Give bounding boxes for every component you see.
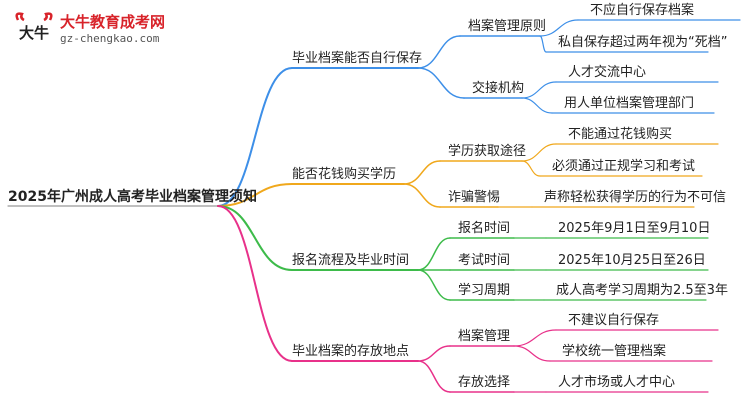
logo-title: 大牛教育成考网: [60, 13, 166, 31]
sub-node: 交接机构: [472, 81, 525, 96]
sub-node: 诈骗警惕: [448, 190, 501, 205]
sub-node: 报名时间: [458, 221, 511, 236]
sub-node: 档案管理: [458, 329, 511, 344]
connector-line: [539, 35, 547, 53]
connector-line: [513, 329, 557, 347]
connector-line: [417, 35, 461, 69]
root-node: 2025年广州成人高考毕业档案管理须知: [8, 189, 257, 205]
branch-node: 报名流程及毕业时间: [292, 253, 410, 268]
connector-line: [417, 269, 451, 301]
connector-line: [417, 360, 451, 393]
sub-node: 学历获取途径: [448, 144, 527, 159]
connector-line: [521, 97, 553, 114]
connector-line: [217, 67, 293, 207]
leaf-node: 不建议自行保存: [568, 313, 660, 328]
branch-node: 毕业档案的存放地点: [292, 344, 410, 359]
leaf-node: 不应自行保存档案: [590, 3, 695, 18]
connector-line: [539, 19, 579, 37]
connector-line: [217, 205, 293, 271]
branch-node: 毕业档案能否自行保存: [292, 51, 423, 66]
leaf-node: 声称轻松获得学历的行为不可信: [544, 190, 727, 205]
leaf-node: 人才交流中心: [568, 65, 647, 80]
leaf-node: 人才市场或人才中心: [558, 375, 676, 390]
connector-line: [521, 143, 557, 162]
sub-node: 存放选择: [458, 375, 511, 390]
leaf-node: 不能通过花钱购买: [568, 127, 673, 142]
sub-node: 档案管理原则: [468, 19, 547, 34]
branch-node: 能否花钱购买学历: [292, 167, 397, 182]
connector-line: [403, 183, 441, 208]
leaf-node: 2025年9月1日至9月10日: [558, 221, 711, 236]
sub-node: 考试时间: [458, 253, 511, 268]
logo-mark-text: 大牛: [19, 24, 49, 42]
connector-line: [403, 160, 441, 185]
connector-line: [417, 345, 451, 362]
logo-subtitle: gz-chengkao.com: [60, 32, 160, 45]
leaf-node: 私自保存超过两年视为“死档”: [558, 35, 728, 50]
bull-logo-icon: 大牛: [15, 12, 53, 42]
leaf-node: 用人单位档案管理部门: [564, 96, 695, 111]
leaf-node: 必须通过正规学习和考试: [552, 159, 696, 174]
connector-line: [521, 160, 541, 177]
connector-line: [417, 67, 465, 99]
connector-line: [217, 205, 293, 362]
sub-node: 学习周期: [458, 283, 511, 298]
connector-line: [217, 183, 293, 207]
site-logo: 大牛 大牛教育成考网 gz-chengkao.com: [12, 8, 212, 52]
leaf-node: 2025年10月25日至26日: [558, 253, 706, 268]
connector-line: [513, 345, 551, 362]
connector-line: [417, 237, 451, 271]
leaf-node: 成人高考学习周期为2.5至3年: [556, 283, 728, 298]
leaf-node: 学校统一管理档案: [562, 344, 667, 359]
connector-line: [521, 81, 557, 99]
